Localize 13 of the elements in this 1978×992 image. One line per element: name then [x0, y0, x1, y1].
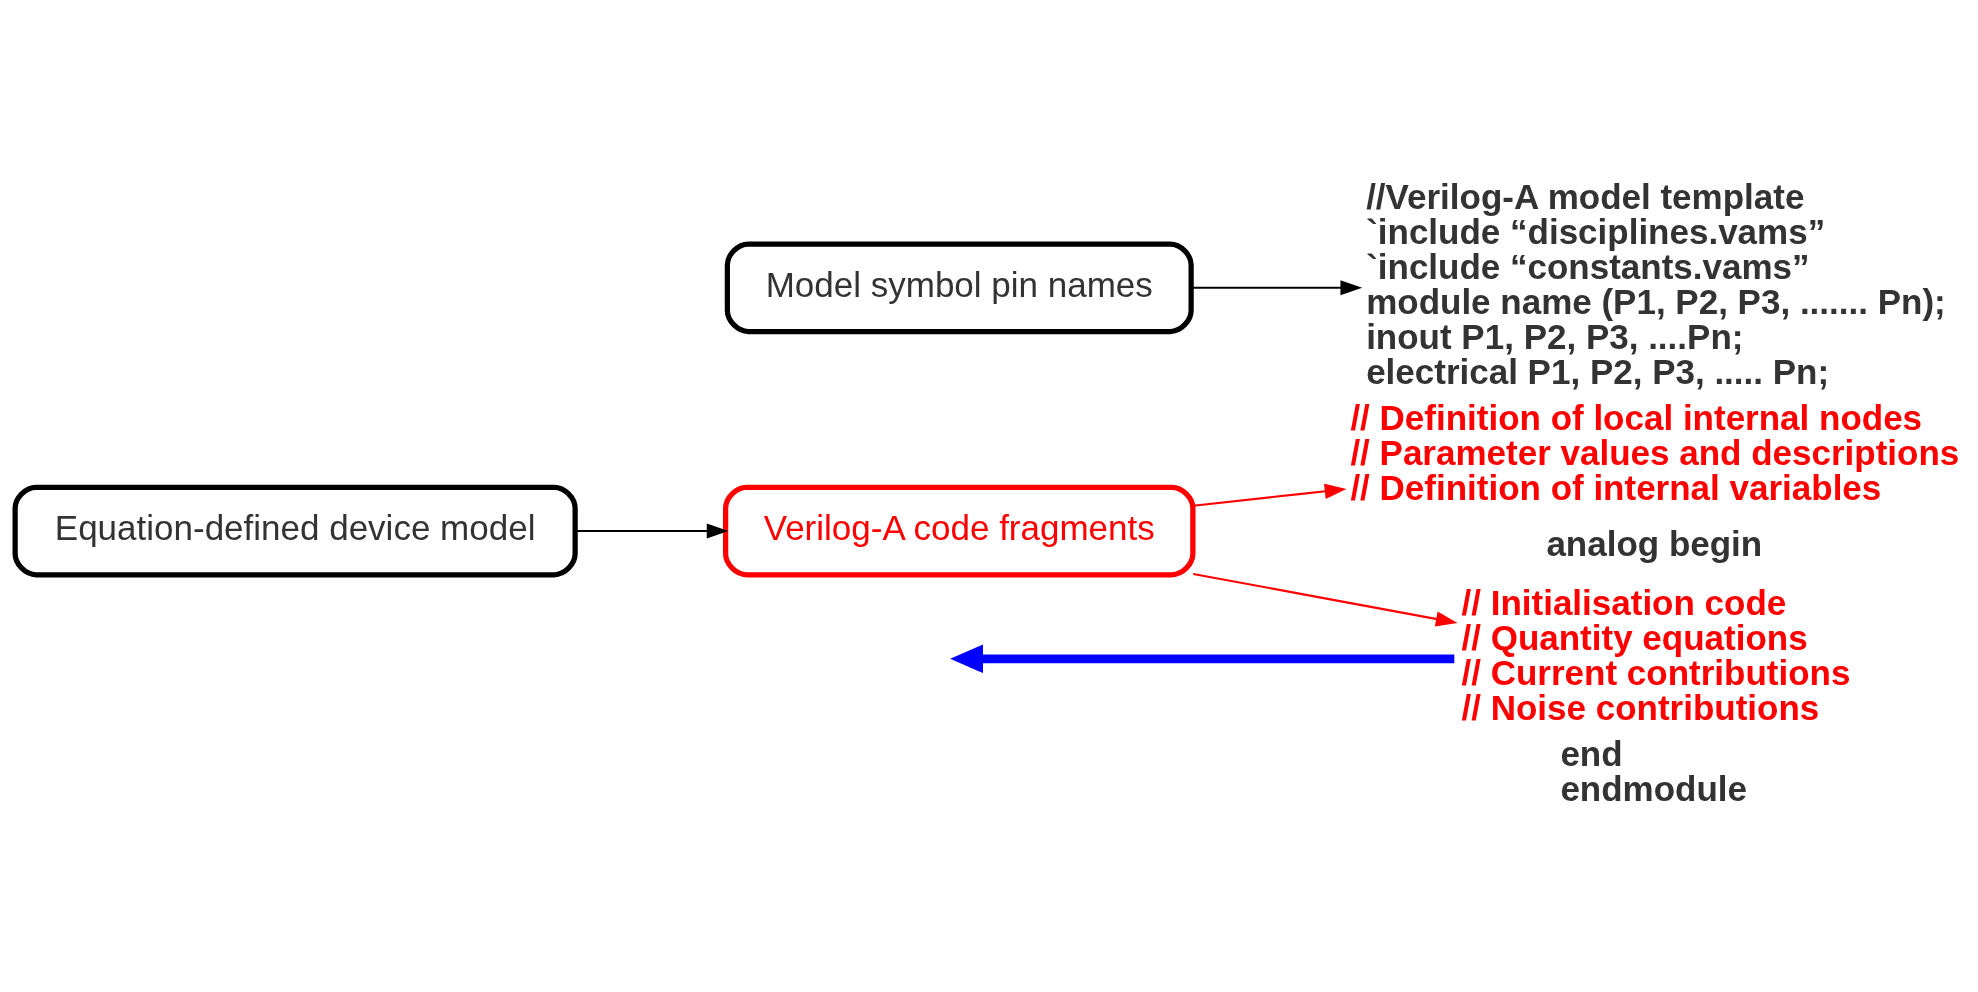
node-text: end endmodule [1560, 733, 1748, 808]
arrow [575, 523, 729, 539]
arrow [1191, 280, 1363, 296]
node-box: Model symbol pin names [724, 241, 1194, 335]
node-text: // Initialisation code // Quantity equations // Current contributions // Noise contributions [1461, 583, 1851, 727]
arrow [1193, 572, 1458, 627]
node-box: Verilog-A code fragments [723, 484, 1196, 578]
node-text: analog begin [1546, 523, 1763, 563]
arrow [1193, 483, 1347, 507]
node-box: Equation-defined device model [12, 484, 578, 578]
arrow [950, 644, 1455, 674]
node-text: //Verilog-A model template `include “disciplines.vams” `include “constants.vams” module name (P1, P2, P3, ....... Pn); inout P1, P2, P3, ....Pn; electrical P1, P2, P3, ..... Pn; [1366, 177, 1946, 391]
node-text: // Definition of local internal nodes // Parameter values and descriptions // Definition of internal variables [1350, 397, 1960, 507]
